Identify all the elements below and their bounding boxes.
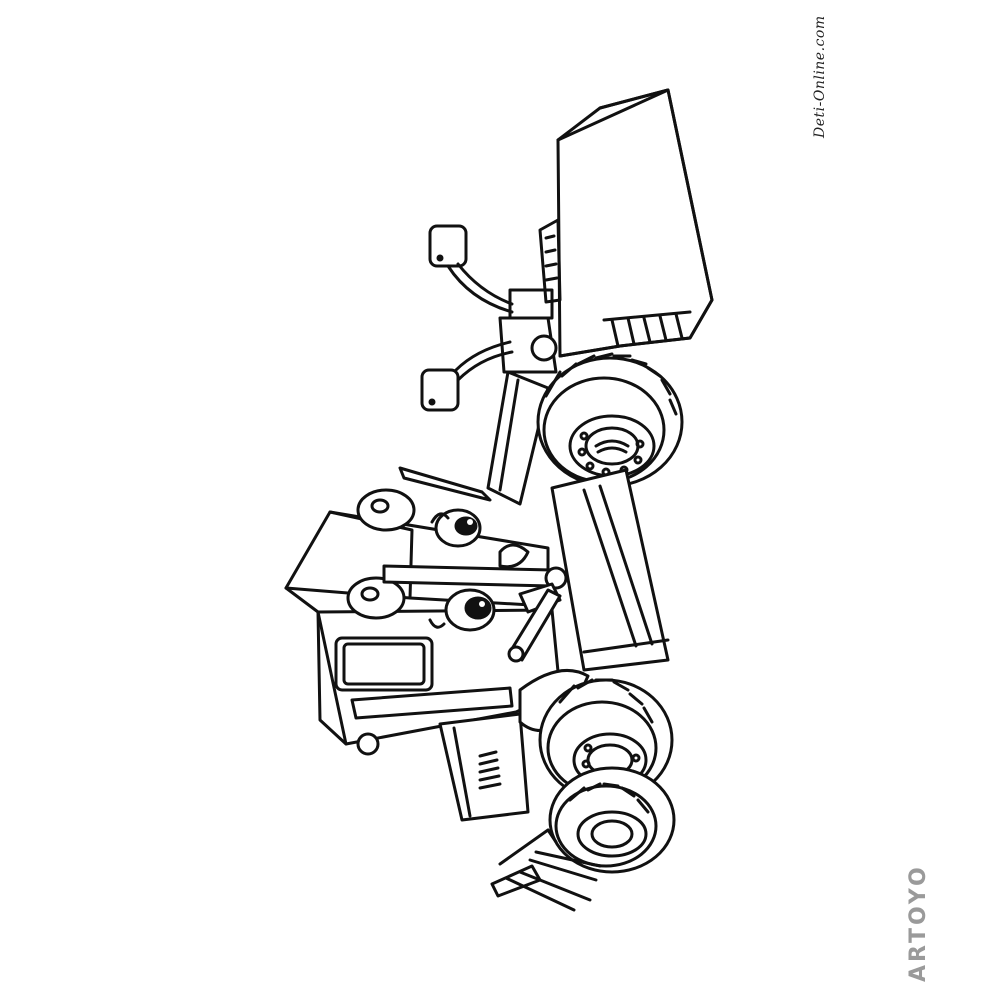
rear-wheel-2 <box>548 766 676 874</box>
front-wheel <box>536 352 684 488</box>
engine-body <box>438 712 530 822</box>
watermark-artoyo: ARTOYO <box>906 864 931 982</box>
hydraulic-cylinders <box>382 564 568 663</box>
blade-hitch <box>498 218 562 374</box>
face <box>346 488 530 632</box>
mirror-top <box>428 224 514 314</box>
blade <box>556 88 714 358</box>
watermark-deti-online: Deti-Online.com <box>812 15 828 138</box>
mirror-bottom <box>420 340 514 412</box>
ripper <box>490 828 602 912</box>
axle-housing <box>550 468 670 672</box>
main-frame <box>398 370 550 506</box>
